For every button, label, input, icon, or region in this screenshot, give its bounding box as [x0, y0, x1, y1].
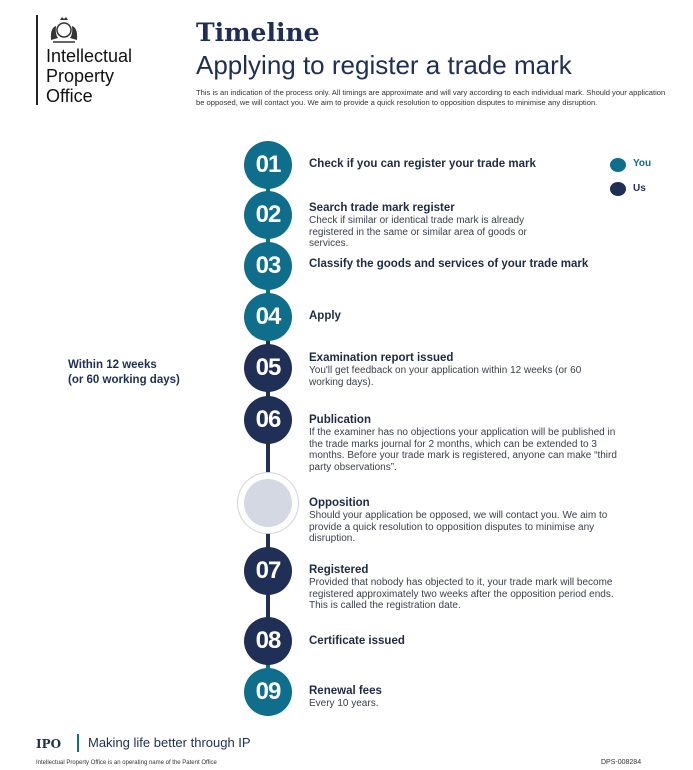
step-description: Every 10 years.	[309, 698, 379, 709]
intro-text: This is an indication of the process onl…	[196, 88, 666, 107]
step-title: Renewal fees	[309, 685, 382, 697]
step-number-badge: 07	[244, 547, 292, 595]
timeline-connector	[266, 165, 270, 317]
org-name-line: Property	[46, 66, 115, 86]
step-title: Publication	[309, 414, 371, 426]
timeline-step: Check if you can register your trade mar…	[309, 158, 629, 171]
page-subtitle: Applying to register a trade mark	[196, 50, 572, 80]
step-number-badge: 04	[244, 293, 292, 341]
timing-note-line: Within 12 weeks	[68, 359, 157, 371]
legend-us-label: Us	[633, 183, 646, 194]
timeline-connector	[266, 641, 270, 692]
logo-divider	[36, 15, 38, 105]
document-reference: DPS-008284	[601, 759, 642, 766]
step-title: Opposition	[309, 497, 370, 509]
step-number-badge: 01	[244, 141, 292, 189]
opposition-marker	[244, 479, 292, 527]
step-title: Classify the goods and services of your …	[309, 258, 589, 270]
org-name-line: Intellectual	[46, 46, 133, 66]
step-title: Apply	[309, 310, 341, 322]
timeline-step: Apply	[309, 310, 629, 323]
step-number-badge: 03	[244, 242, 292, 290]
footer-divider	[77, 734, 79, 752]
timeline-step: Classify the goods and services of your …	[309, 258, 589, 271]
step-number-badge: 06	[244, 396, 292, 444]
step-description: Check if similar or identical trade mark…	[309, 215, 527, 249]
step-number-badge: 08	[244, 617, 292, 665]
step-description: If the examiner has no objections your a…	[309, 427, 617, 473]
royal-crest-icon	[50, 17, 78, 43]
timing-note-line: (or 60 working days)	[68, 374, 180, 386]
timeline-step: Certificate issued	[309, 635, 629, 648]
legend-us-dot	[610, 182, 626, 196]
legend-you-dot	[610, 158, 626, 172]
step-title: Search trade mark register	[309, 202, 455, 214]
timing-note: Within 12 weeks (or 60 working days)	[68, 358, 180, 388]
step-title: Check if you can register your trade mar…	[309, 158, 536, 170]
page-title: Timeline	[196, 18, 320, 47]
org-name-line: Office	[46, 86, 93, 106]
step-number-badge: 09	[244, 668, 292, 716]
step-description: You'll get feedback on your application …	[309, 365, 582, 388]
step-number-badge: 02	[244, 191, 292, 239]
ipo-logo: IPO	[36, 737, 62, 751]
org-name: Intellectual Property Office	[46, 46, 132, 106]
legend-you-label: You	[633, 158, 652, 169]
step-title: Examination report issued	[309, 352, 454, 364]
step-number-badge: 05	[244, 344, 292, 392]
step-description: Provided that nobody has objected to it,…	[309, 577, 614, 611]
operating-name-note: Intellectual Property Office is an opera…	[36, 760, 217, 766]
step-description: Should your application be opposed, we w…	[309, 510, 608, 544]
tagline: Making life better through IP	[88, 735, 251, 750]
step-title: Certificate issued	[309, 635, 405, 647]
step-title: Registered	[309, 564, 369, 576]
